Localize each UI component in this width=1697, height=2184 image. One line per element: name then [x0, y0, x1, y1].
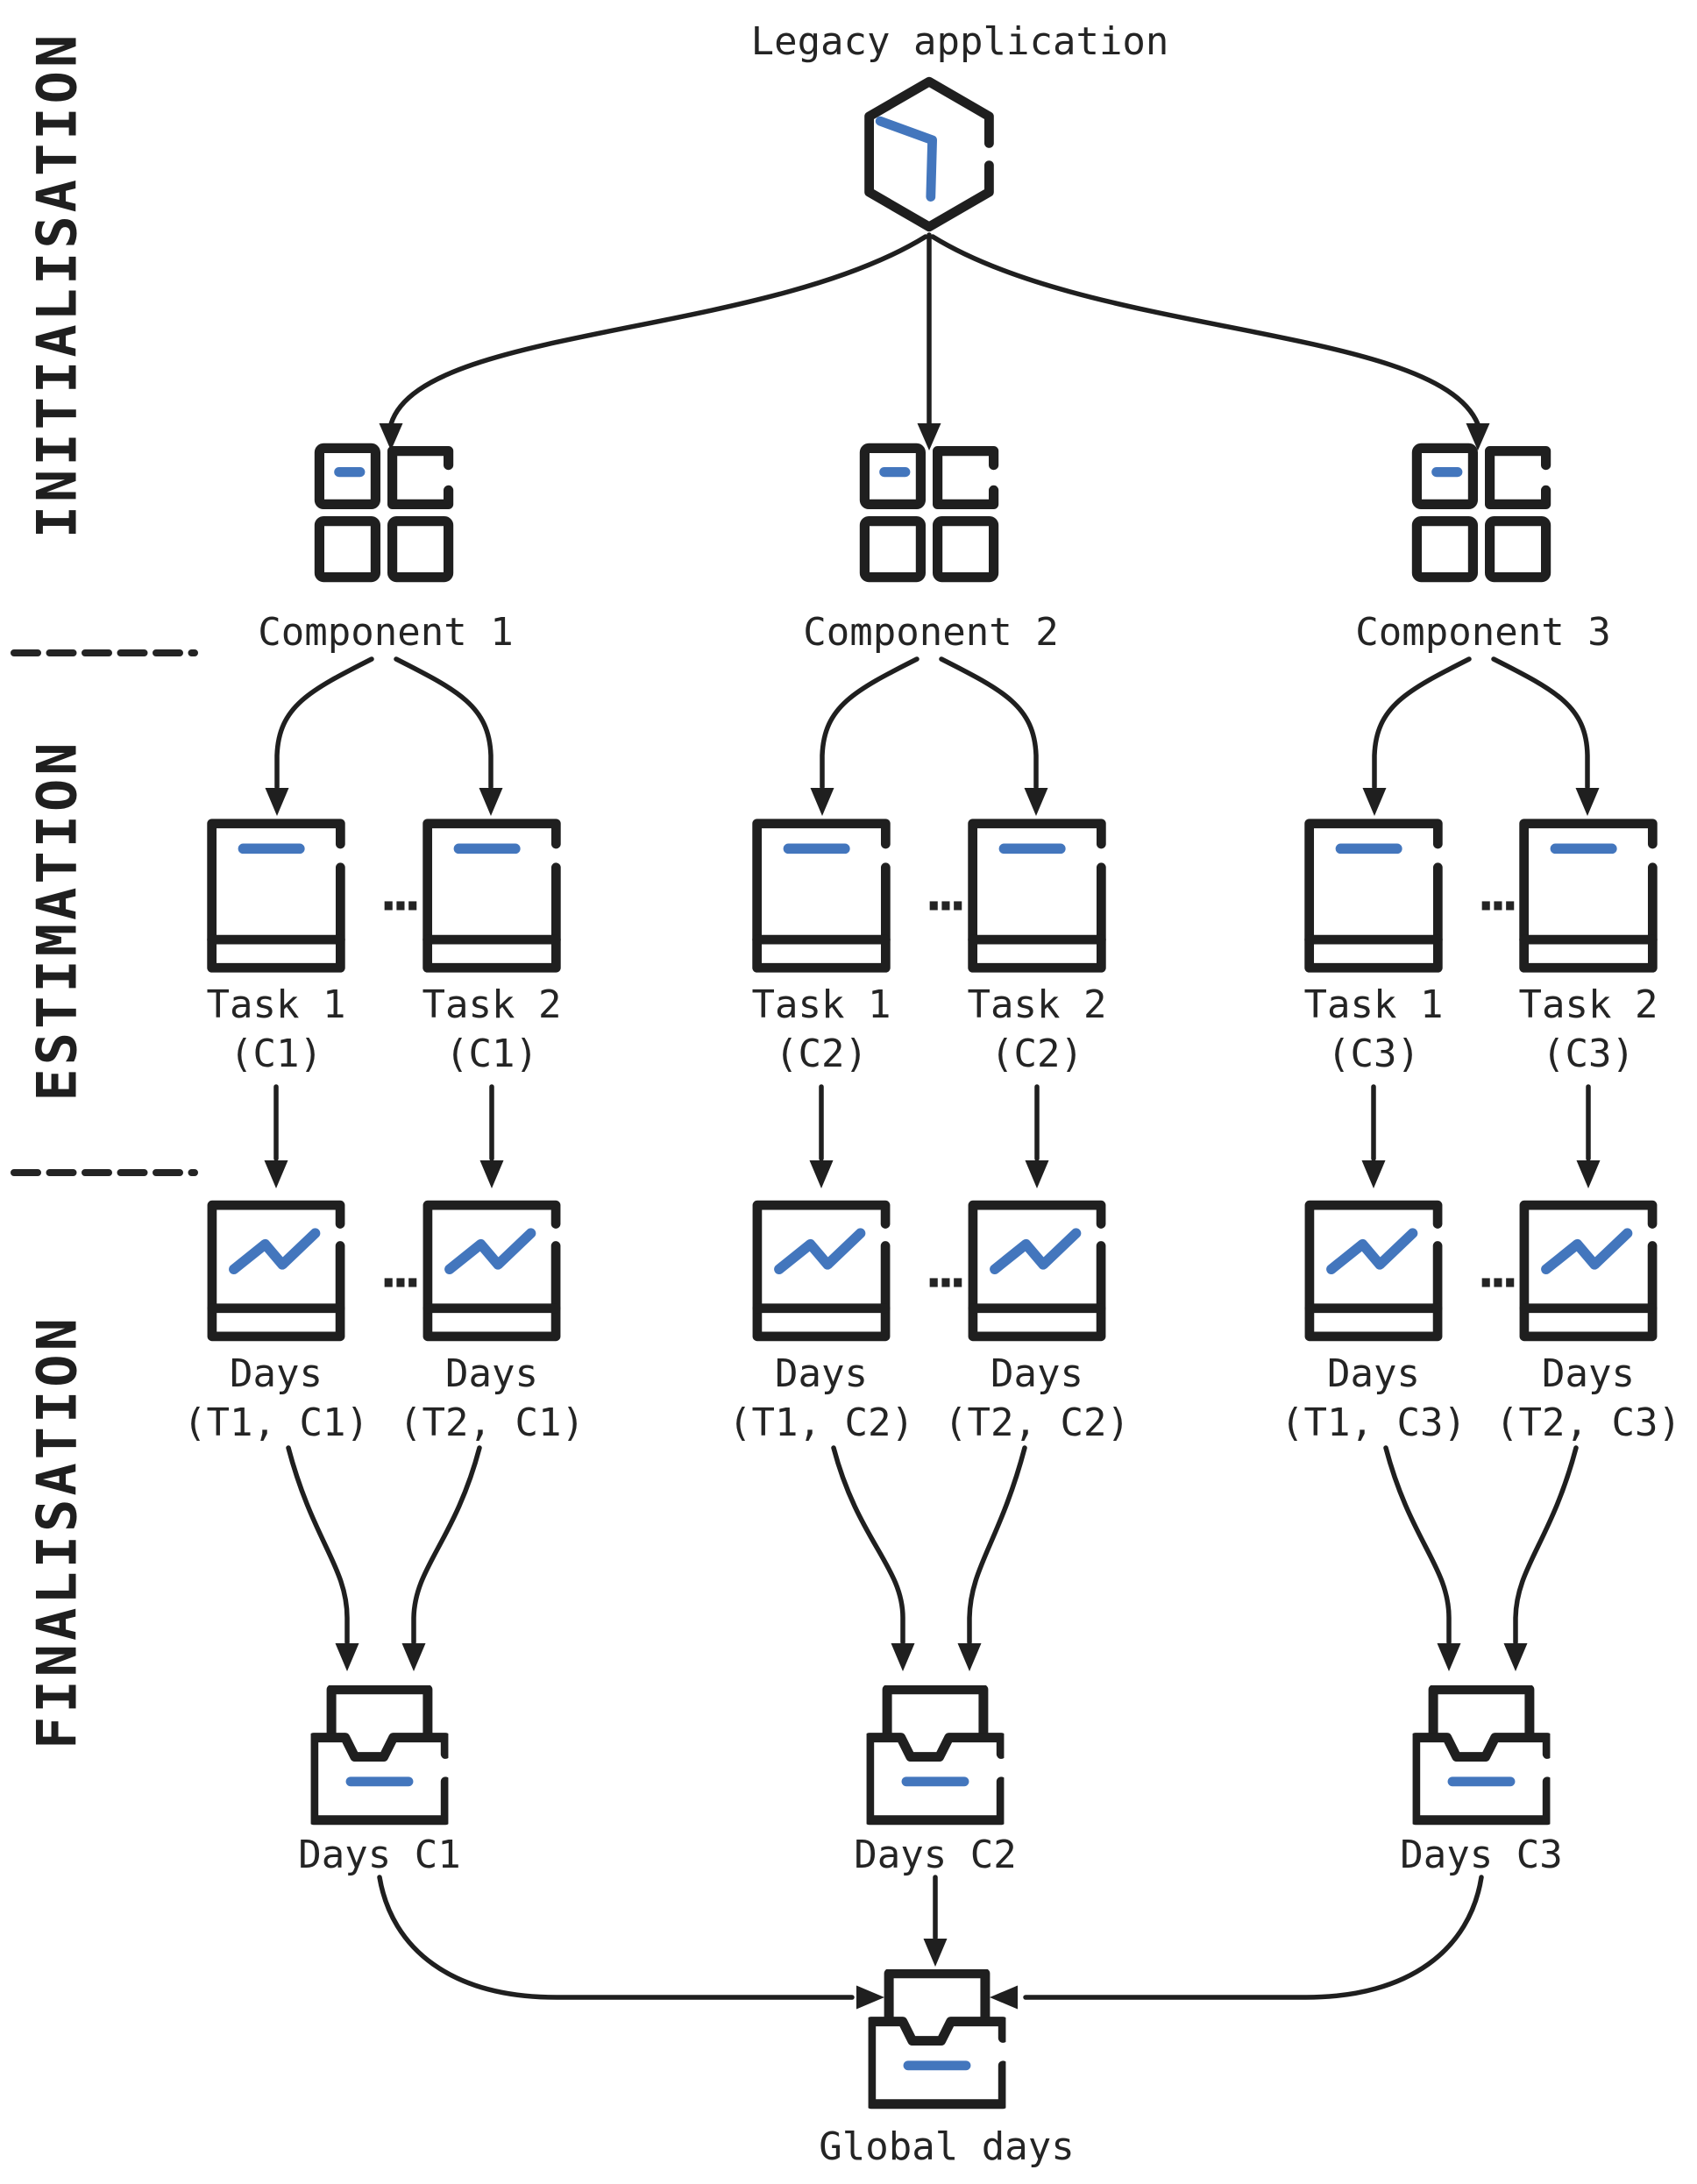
- package-hexagon-icon: [850, 74, 1008, 235]
- arrow-component1-to-task1: [265, 656, 374, 816]
- arrow-root-to-component-2: [917, 232, 941, 450]
- diagram-title: Legacy application: [750, 19, 1169, 64]
- arrow-component1-to-task2: [394, 656, 503, 816]
- task-sublabel: (C2): [991, 1032, 1083, 1076]
- task-card-icon: [1518, 817, 1659, 975]
- tasks-ellipsis: ...: [373, 865, 427, 923]
- task-sublabel: (C1): [445, 1032, 538, 1076]
- days-chart-icon: [422, 1199, 563, 1343]
- days-sublabel: (T1, C2): [728, 1400, 914, 1445]
- arrow-component3-to-task1: [1362, 656, 1472, 816]
- task-sublabel: (C3): [1327, 1032, 1420, 1076]
- arrow-component2-to-task2: [939, 656, 1048, 816]
- arrow-component3-to-task2: [1491, 656, 1600, 816]
- days-label: Days: [445, 1351, 538, 1396]
- task-card-icon: [1303, 817, 1445, 975]
- task-card-icon: [751, 817, 892, 975]
- days-chart-icon: [751, 1199, 892, 1343]
- task-sublabel: (C2): [775, 1032, 868, 1076]
- arrow-task-to-days: [264, 1084, 1601, 1188]
- task-sublabel: (C1): [230, 1032, 323, 1076]
- task-card-icon: [206, 817, 347, 975]
- phase-label-initialisation: INITIALISATION: [25, 31, 89, 539]
- days-chart-icon: [967, 1199, 1108, 1343]
- arrow-days-to-aggregate-c1: [286, 1445, 482, 1671]
- component-label: Component 2: [803, 610, 1059, 655]
- days-label: Days: [991, 1351, 1083, 1396]
- arrow-days-to-aggregate-c3: [1383, 1445, 1579, 1671]
- component-label: Component 1: [258, 610, 514, 655]
- days-ellipsis: ...: [919, 1242, 972, 1300]
- aggregate-label: Days C2: [854, 1833, 1017, 1877]
- days-label: Days: [1542, 1351, 1635, 1396]
- tasks-ellipsis: ...: [919, 865, 972, 923]
- days-sublabel: (T2, C2): [944, 1400, 1130, 1445]
- days-label: Days: [1327, 1351, 1420, 1396]
- task-label: Task 1: [1303, 982, 1444, 1027]
- arrow-daysc3-to-global: [990, 1875, 1484, 2010]
- days-ellipsis: ...: [373, 1242, 427, 1300]
- days-chart-icon: [206, 1199, 347, 1343]
- arrow-daysc2-to-global: [923, 1875, 948, 1967]
- tasks-ellipsis: ...: [1471, 865, 1524, 923]
- aggregate-label: Days C3: [1400, 1833, 1563, 1877]
- task-label: Task 1: [206, 982, 346, 1027]
- archive-box-icon: [1413, 1685, 1551, 1826]
- task-sublabel: (C3): [1542, 1032, 1635, 1076]
- archive-box-icon: [869, 1969, 1006, 2110]
- arrow-root-to-component-1: [379, 234, 928, 450]
- component-grid-icon: [859, 443, 999, 583]
- task-label: Task 2: [1518, 982, 1658, 1027]
- days-label: Days: [230, 1351, 323, 1396]
- days-chart-icon: [1518, 1199, 1659, 1343]
- aggregate-label: Days C1: [298, 1833, 461, 1877]
- component-label: Component 3: [1355, 610, 1611, 655]
- arrow-root-to-component-3: [930, 234, 1490, 450]
- task-card-icon: [422, 817, 563, 975]
- days-sublabel: (T2, C3): [1495, 1400, 1681, 1445]
- archive-box-icon: [311, 1685, 449, 1826]
- days-sublabel: (T2, C1): [399, 1400, 585, 1445]
- task-card-icon: [967, 817, 1108, 975]
- task-label: Task 2: [967, 982, 1107, 1027]
- days-sublabel: (T1, C1): [183, 1400, 369, 1445]
- phase-label-finalisation: FINALISATION: [25, 1315, 89, 1749]
- arrow-daysc1-to-global: [377, 1875, 884, 2010]
- task-label: Task 2: [422, 982, 562, 1027]
- arrow-days-to-aggregate-c2: [831, 1445, 1027, 1671]
- archive-box-icon: [867, 1685, 1005, 1826]
- days-chart-icon: [1303, 1199, 1445, 1343]
- days-label: Days: [775, 1351, 868, 1396]
- task-label: Task 1: [751, 982, 891, 1027]
- days-sublabel: (T1, C3): [1281, 1400, 1466, 1445]
- arrow-component2-to-task1: [810, 656, 920, 816]
- phase-label-estimation: ESTIMATION: [25, 739, 89, 1102]
- component-grid-icon: [314, 443, 454, 583]
- global-days-label: Global days: [819, 2124, 1075, 2169]
- component-grid-icon: [1411, 443, 1551, 583]
- days-ellipsis: ...: [1471, 1242, 1524, 1300]
